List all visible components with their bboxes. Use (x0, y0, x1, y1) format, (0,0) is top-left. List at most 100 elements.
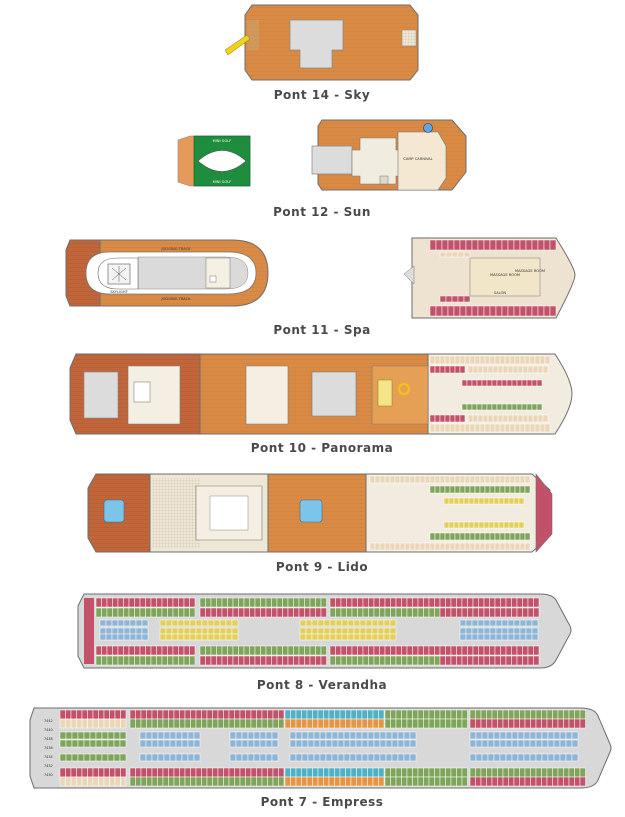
cabin (506, 403, 513, 411)
cabin (511, 597, 518, 608)
cabin (459, 414, 466, 423)
cabin (309, 597, 316, 608)
deck-empress[interactable]: 7442 7440 7438 7436 7434 7432 7430 Pont … (29, 707, 612, 809)
cabin (488, 521, 495, 529)
cabin (563, 776, 570, 787)
cabin (390, 597, 397, 608)
cabin (468, 497, 475, 505)
cabin (447, 305, 455, 317)
cabin (552, 776, 559, 787)
cabin (412, 607, 419, 618)
deck-panorama[interactable]: Pont 10 - Panorama (69, 353, 573, 455)
cabin (563, 709, 570, 720)
cabin (151, 731, 159, 740)
cabin (249, 597, 256, 608)
cabin (65, 718, 72, 729)
cabin (534, 355, 541, 365)
cabin (445, 645, 452, 656)
deck-sky[interactable]: Pont 14 - Sky (224, 4, 419, 102)
cabin (145, 731, 153, 740)
cabin (139, 607, 146, 618)
cabin (479, 355, 486, 365)
deck-sun[interactable]: MINI GOLF MINI GOLF CAMP CARNIVAL Pont 1… (177, 119, 467, 219)
cabin (334, 767, 341, 778)
cabin (163, 731, 171, 740)
cabin (290, 776, 297, 787)
cabin (384, 718, 391, 729)
cabin (487, 753, 495, 762)
cabin (178, 607, 185, 618)
cabin (383, 633, 391, 641)
cabin (457, 295, 465, 303)
cabin (187, 753, 195, 762)
cabin (361, 739, 369, 748)
cabin (227, 597, 234, 608)
cabin (546, 776, 553, 787)
cabin (461, 379, 468, 387)
cabin (397, 731, 405, 740)
cabin (489, 619, 497, 627)
cabin (507, 365, 514, 374)
cabin (272, 718, 279, 729)
cabin (394, 542, 401, 551)
cabin (513, 239, 521, 251)
cabin (92, 718, 99, 729)
cabin (478, 521, 485, 529)
cabin (519, 627, 527, 635)
cabin (459, 485, 466, 494)
deck-label-sky: Pont 14 - Sky (274, 88, 370, 102)
cabin (505, 753, 513, 762)
cabin (357, 645, 364, 656)
cabin (119, 731, 127, 740)
cabin (101, 753, 109, 762)
cabin (500, 655, 507, 666)
cabin (284, 776, 291, 787)
cabin (512, 414, 519, 423)
cabin (146, 776, 153, 787)
deck-verandha[interactable]: Pont 8 - Verandha (77, 593, 572, 692)
cabin (301, 709, 308, 720)
cabin (172, 645, 179, 656)
cabin (76, 767, 83, 778)
cabin (223, 776, 230, 787)
cabin (260, 607, 267, 618)
cabin (362, 607, 369, 618)
cabin (541, 739, 549, 748)
cabin (469, 485, 476, 494)
cabin (178, 655, 185, 666)
cabin (361, 767, 368, 778)
deck-spa[interactable]: SKYLIGHT JOGGING TRACK JOGGING TRACK MAS… (65, 237, 576, 337)
cabin (513, 497, 520, 505)
cabin (499, 355, 506, 365)
cabin (444, 414, 451, 423)
cabin (301, 776, 308, 787)
cabin (517, 365, 524, 374)
cabin (491, 403, 498, 411)
cabin (513, 627, 521, 635)
cabin (335, 645, 342, 656)
cabin (544, 423, 551, 433)
cabin (59, 753, 67, 762)
cabin (323, 633, 331, 641)
cabin (500, 607, 507, 618)
cabin (312, 776, 319, 787)
cabin (313, 739, 321, 748)
deck-lido[interactable]: Pont 9 - Lido (87, 473, 553, 574)
cabin (372, 709, 379, 720)
cabin (140, 718, 147, 729)
cabin (167, 655, 174, 666)
cabin (553, 731, 561, 740)
cabin (353, 619, 361, 627)
cabin (301, 767, 308, 778)
cabin (221, 597, 228, 608)
cabin (139, 731, 147, 740)
cabin (112, 645, 119, 656)
cabin (497, 709, 504, 720)
cabin (265, 739, 273, 748)
cabin (356, 718, 363, 729)
cabin (483, 521, 490, 529)
cabin (456, 776, 463, 787)
cabin (195, 776, 202, 787)
cabin (305, 633, 313, 641)
deck-label-verandha: Pont 8 - Verandha (257, 678, 387, 692)
